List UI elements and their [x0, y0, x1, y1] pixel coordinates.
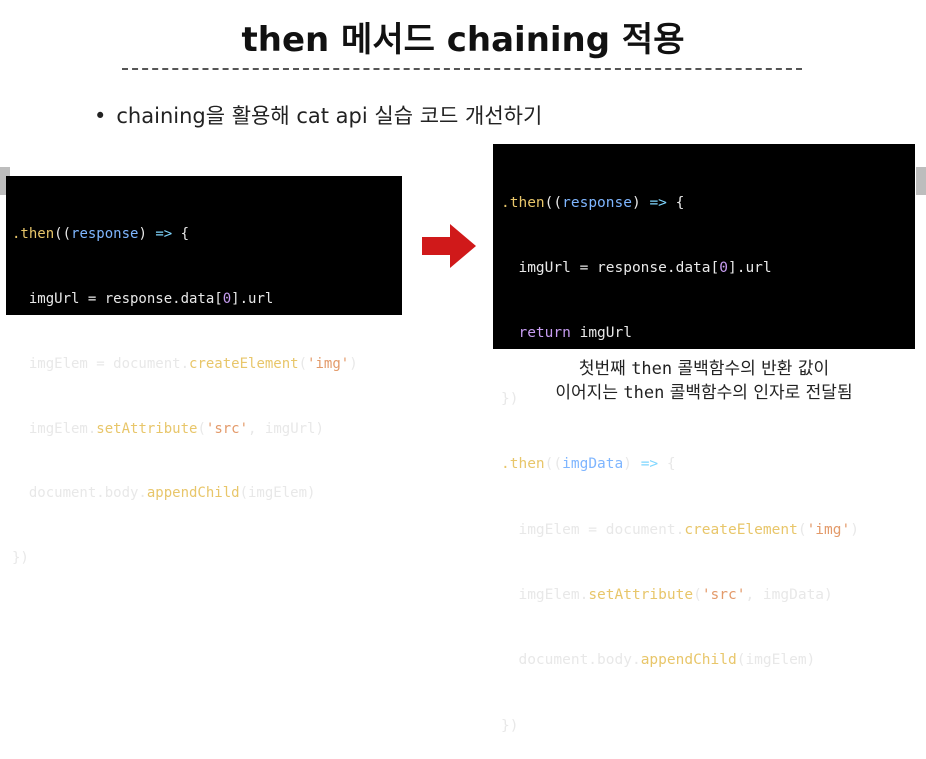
- slide-title: then 메서드 chaining 적용: [241, 20, 685, 60]
- code-line: }): [501, 390, 519, 407]
- caption-text: 첫번째: [578, 359, 632, 379]
- code-line: document.body.appendChild(imgElem): [501, 652, 816, 669]
- caption-text: 콜백함수의 반환 값이: [672, 359, 830, 379]
- caption-code: then: [623, 383, 665, 403]
- code-line: .then((response) => {: [501, 194, 685, 211]
- right-arrow-icon: [422, 224, 476, 268]
- code-line: }): [12, 550, 29, 567]
- code-line: return imgUrl: [518, 325, 632, 342]
- caption-line-1: 첫번째 then 콜백함수의 반환 값이: [493, 358, 915, 381]
- code-block-after: .then((response) => { imgUrl = response.…: [493, 144, 915, 734]
- title-divider: [122, 68, 802, 70]
- code-line: document.body.appendChild(imgElem): [12, 485, 316, 502]
- bullet-text: chaining을 활용해 cat api 실습 코드 개선하기: [116, 104, 543, 128]
- code-line: imgUrl = response.data[0].url: [501, 259, 772, 276]
- code-line: imgUrl = response.data[0].url: [12, 290, 274, 307]
- code-line: imgElem = document.createElement('img'): [12, 355, 358, 372]
- code-line: imgElem.setAttribute('src', imgData): [501, 586, 833, 603]
- code-line: }): [501, 717, 519, 734]
- code-line: .then((response) => {: [12, 226, 190, 243]
- code-block-before: .then((response) => { imgUrl = response.…: [6, 176, 402, 566]
- bullet-dot: •: [94, 104, 107, 128]
- caption-code: then: [631, 359, 673, 379]
- right-edge-marker: [916, 167, 926, 195]
- left-edge-marker: [0, 167, 10, 195]
- caption-text: 이어지는: [555, 383, 624, 403]
- caption-text: 콜백함수의 인자로 전달됨: [664, 383, 853, 403]
- code-line: imgElem = document.createElement('img'): [501, 521, 859, 538]
- code-line: imgElem.setAttribute('src', imgUrl): [12, 420, 324, 437]
- bullet-point: • chaining을 활용해 cat api 실습 코드 개선하기: [94, 100, 542, 130]
- code-line: .then((imgData) => {: [501, 456, 676, 473]
- caption-line-2: 이어지는 then 콜백함수의 인자로 전달됨: [493, 382, 915, 405]
